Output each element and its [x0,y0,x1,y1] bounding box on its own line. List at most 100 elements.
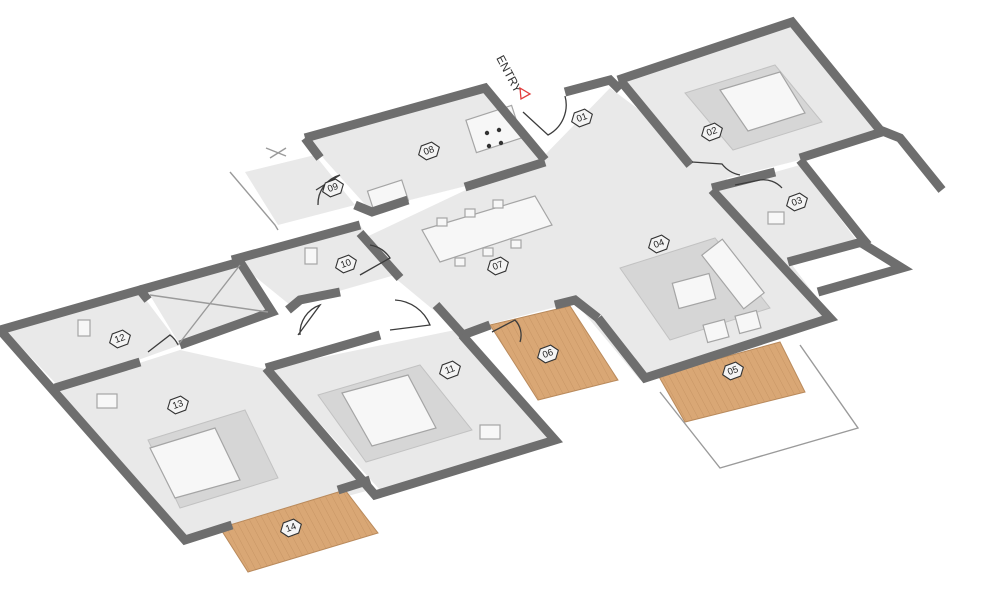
room-badges: 01 02 03 04 05 06 07 08 09 10 11 12 13 14 [109,108,808,538]
badge-hexagon [571,108,593,128]
toilet-10 [304,247,318,265]
room-05-balcony-badge: 05 [722,361,744,381]
floor-bath3 [712,165,860,262]
badge-hexagon [722,361,744,381]
wall-bed11-left [262,332,564,501]
wall-living-bottom [553,295,601,322]
door-bath3 [734,179,783,189]
armchair-2 [734,309,762,335]
bed-11 [341,374,437,447]
room-06-balcony-badge: 06 [537,344,559,364]
room-03-master-bath-badge: 03 [786,192,808,212]
badge-hexagon [418,141,440,161]
wall-master-inner [798,127,884,163]
outlines [149,147,860,469]
railing-utility-x1 [265,147,287,157]
wall-bath3-bottom [786,237,864,267]
badge-hexagon [786,192,808,212]
badge-hexagon [335,254,357,274]
badge-hexagon [280,518,302,538]
wall-bath12 [0,284,152,335]
shaft-x2 [177,264,241,346]
wall-living-right [594,186,839,384]
wardrobe-13 [96,393,118,409]
badge-number: 04 [652,237,666,251]
toilet-12 [77,319,91,337]
wall-kitchen-lower [463,157,547,192]
furniture [77,64,823,509]
room-02-master-bedroom-badge: 02 [701,122,723,142]
floor-bath12 [5,292,180,388]
door-powder [359,244,391,276]
door-master [691,161,741,176]
railing-utility-x2 [269,147,287,159]
badge-number: 13 [171,398,185,412]
wall-shaft [138,256,279,350]
stove-burners [484,127,504,149]
door-entry [522,95,567,136]
badge-number: 03 [790,195,804,209]
badge-number: 08 [422,144,436,158]
badge-hexagon [537,344,559,364]
wall-powder-bottom [285,287,341,314]
badge-hexagon [109,329,131,349]
badge-hexagon [439,360,461,380]
room-12-bath-badge: 12 [109,329,131,349]
armchair-1 [702,318,730,344]
dining-chairs [436,199,522,267]
door-bed11 [389,299,431,331]
wall-master-left [616,77,694,168]
badge-hexagon [322,178,344,198]
walls [0,16,946,546]
badge-number: 05 [726,364,740,378]
toilet-03 [767,211,785,225]
badge-hexagon [648,234,670,254]
room-08-kitchen-badge: 08 [418,141,440,161]
badge-number: 10 [339,257,353,271]
wall-powder [230,220,362,265]
room-11-bedroom-badge: 11 [439,360,461,380]
desk-11 [479,424,501,440]
wall-utility [353,195,410,217]
badge-number: 11 [443,363,456,377]
sofa [700,238,766,310]
badge-number: 07 [491,259,505,273]
badge-hexagon [701,122,723,142]
railing-utility [229,171,279,231]
wall-left-outer [0,327,234,546]
shaft-x [149,294,269,313]
badge-number: 09 [326,181,340,195]
badge-number: 12 [113,332,127,346]
wall-bath3 [710,167,777,193]
wall-kitchen [303,82,549,163]
railing-05 [659,344,860,469]
wall-bed13-top [53,357,142,393]
floor-powder [237,225,395,305]
door-bed13 [297,303,322,336]
wall-shaft-right [816,238,914,297]
badge-number: 14 [284,521,298,535]
bed-master [719,71,806,132]
room-10-powder-badge: 10 [335,254,357,274]
entry-triangle-icon [519,86,532,101]
room-09-utility-badge: 09 [322,178,344,198]
badge-number: 06 [541,347,555,361]
wall-bed11 [264,330,382,373]
bed-13 [149,427,241,499]
entry-marker: ENTRY [493,53,532,101]
room-07-dining-badge: 07 [487,256,509,276]
deck-05 [657,341,806,423]
wall-kitchen-left [301,135,324,161]
room-04-living-badge: 04 [648,234,670,254]
badge-number: 01 [575,111,589,125]
room-01-foyer-badge: 01 [571,108,593,128]
badge-hexagon [167,395,189,415]
room-13-bedroom-badge: 13 [167,395,189,415]
door-deck06 [491,319,522,343]
badge-number: 02 [705,125,719,139]
room-14-balcony-badge: 14 [280,518,302,538]
badge-hexagon [487,256,509,276]
floor-utility [245,155,355,225]
wall-foyer [563,74,624,97]
